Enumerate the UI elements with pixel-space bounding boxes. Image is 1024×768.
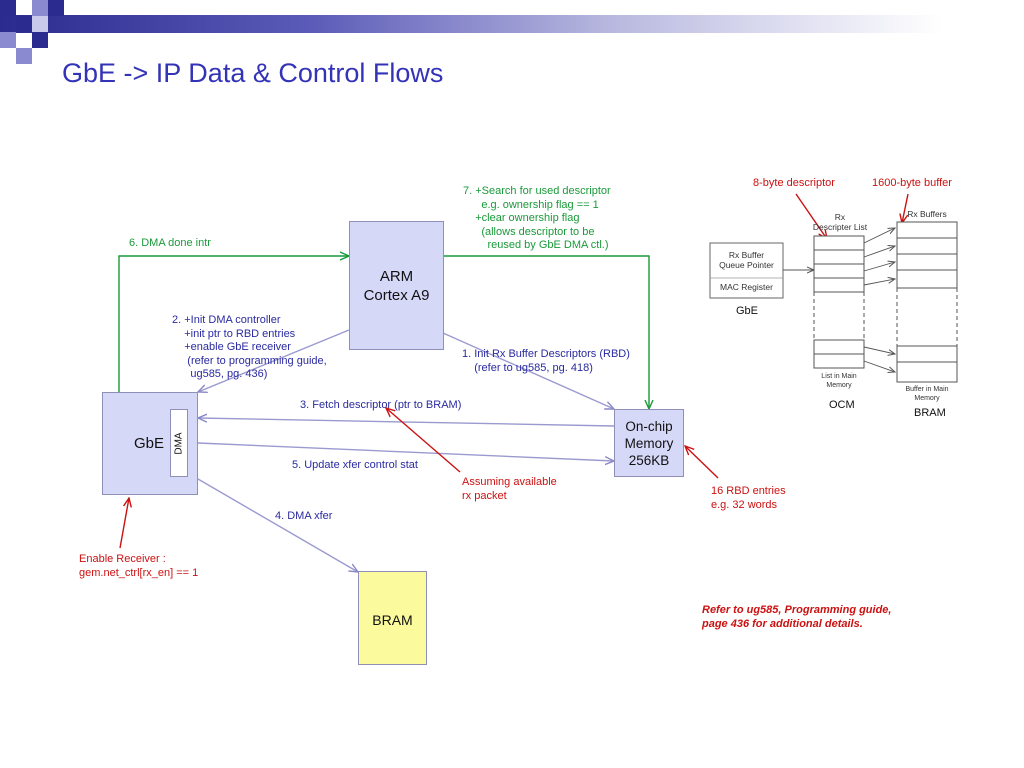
pointer-enable-receiver [119, 498, 129, 549]
note-enable-receiver: Enable Receiver : gem.net_ctrl[rx_en] ==… [79, 553, 199, 579]
inset-mac-register-label: MAC Register [720, 282, 773, 292]
gbe-label: GbE [134, 435, 165, 452]
step6-label: 6. DMA done intr [129, 237, 211, 249]
note-assuming-packet: Assuming available rx packet [462, 476, 557, 502]
inset-queue-pointer-label: Rx Buffer Queue Pointer [719, 250, 774, 270]
logo-square [0, 32, 16, 48]
flow-init-rbd [442, 332, 614, 409]
pointer-descriptor [795, 193, 827, 239]
ocm-label: On-chip Memory 256KB [624, 418, 674, 468]
dma-label: DMA [173, 431, 185, 455]
inset-bram-label: BRAM [914, 407, 946, 419]
step4-label: 4. DMA xfer [275, 510, 333, 522]
step1-label: 1. Init Rx Buffer Descriptors (RBD) (ref… [462, 348, 630, 374]
inset-descriptor-list [813, 235, 865, 369]
inset-rx-buffers-title: Rx Buffers [907, 209, 947, 219]
logo-square [0, 0, 16, 16]
logo-square [32, 16, 48, 32]
flow-dma-done-intr [118, 256, 349, 393]
inset-descriptor-list-title: Rx Descripter List [812, 212, 868, 232]
flow-dma-xfer [197, 478, 358, 572]
dma-block: DMA [170, 409, 188, 477]
arm-cortex-a9-label: ARM Cortex A9 [363, 267, 430, 304]
bram-label: BRAM [372, 612, 413, 628]
inset-list-in-main-label: List in Main Memory [821, 373, 857, 389]
note-1600byte-buffer: 1600-byte buffer [872, 177, 952, 189]
pointer-assuming [386, 408, 461, 473]
step7-label: 7. +Search for used descriptor e.g. owne… [463, 185, 611, 251]
logo-square [32, 0, 48, 16]
note-8byte-descriptor: 8-byte descriptor [753, 177, 835, 189]
flow-search-descriptor [443, 255, 649, 409]
page-title: GbE -> IP Data & Control Flows [62, 58, 444, 88]
step2-label: 2. +Init DMA controller +init ptr to RBD… [172, 314, 327, 380]
arm-cortex-a9-block: ARM Cortex A9 [349, 221, 444, 350]
flow-init-dma [198, 329, 350, 392]
pointer-buffer [902, 193, 909, 223]
inset-gbe-label: GbE [736, 305, 759, 317]
pointer-rbd-entries [685, 446, 719, 479]
inset-buffer-in-main-label: Buffer in Main Memory [905, 386, 949, 402]
logo-square [16, 48, 32, 64]
logo-square [16, 16, 32, 32]
flow-fetch-descriptor [198, 418, 615, 427]
inset-ocm-label: OCM [829, 399, 855, 411]
logo-square [32, 32, 48, 48]
inset-buffer-list [896, 221, 958, 383]
bram-block: BRAM [358, 571, 427, 665]
note-rbd-entries: 16 RBD entries e.g. 32 words [711, 485, 786, 511]
logo-square [48, 0, 64, 16]
step5-label: 5. Update xfer control stat [292, 459, 418, 471]
ocm-block: On-chip Memory 256KB [614, 409, 684, 477]
step3-label: 3. Fetch descriptor (ptr to BRAM) [300, 399, 462, 411]
note-refer-guide: Refer to ug585, Programming guide, page … [702, 604, 892, 630]
flow-update-status [197, 442, 614, 461]
header-banner [0, 15, 1024, 33]
